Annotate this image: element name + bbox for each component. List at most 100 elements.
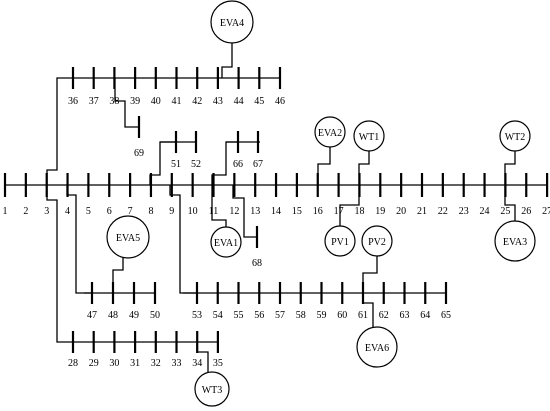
bus-label-31: 31 xyxy=(130,358,140,369)
eva2-node: EVA2 xyxy=(314,116,346,148)
pv2-feed xyxy=(362,256,378,293)
bus-label-49: 49 xyxy=(129,310,139,321)
bus-label-29: 29 xyxy=(89,358,99,369)
bus-label-14: 14 xyxy=(271,206,281,217)
bus-bars xyxy=(3,67,549,353)
pv1-node: PV1 xyxy=(324,225,356,257)
pv2-label: PV2 xyxy=(368,237,386,248)
bus-label-67: 67 xyxy=(253,159,263,170)
branch-66-67-feed xyxy=(211,141,238,185)
bus-label-28: 28 xyxy=(68,358,78,369)
bus-label-8: 8 xyxy=(148,206,153,217)
bus-label-50: 50 xyxy=(150,310,160,321)
bus-label-36: 36 xyxy=(68,96,78,107)
bus-label-62: 62 xyxy=(379,310,389,321)
bus-label-52: 52 xyxy=(191,159,201,170)
bus-label-32: 32 xyxy=(151,358,161,369)
bus-label-7: 7 xyxy=(128,206,133,217)
bus-label-25: 25 xyxy=(500,206,510,217)
bus-label-37: 37 xyxy=(89,96,99,107)
eva3-label: EVA3 xyxy=(503,237,527,248)
eva1-circle xyxy=(210,226,242,258)
bus-label-11: 11 xyxy=(209,206,219,217)
bus-label-20: 20 xyxy=(396,206,406,217)
eva5-feed xyxy=(112,257,124,293)
bus-label-60: 60 xyxy=(337,310,347,321)
bus-label-46: 46 xyxy=(275,96,285,107)
bus-label-69: 69 xyxy=(134,148,144,159)
bus-label-39: 39 xyxy=(130,96,140,107)
bus-label-6: 6 xyxy=(107,206,112,217)
bus-label-53: 53 xyxy=(192,310,202,321)
wt2-node: WT2 xyxy=(499,120,531,152)
bus-label-65: 65 xyxy=(441,310,451,321)
eva4-label: EVA4 xyxy=(220,18,244,29)
bus-label-24: 24 xyxy=(480,206,490,217)
bus-label-33: 33 xyxy=(172,358,182,369)
wt1-label: WT1 xyxy=(359,132,380,143)
bus-label-38: 38 xyxy=(109,96,119,107)
bus-label-19: 19 xyxy=(375,206,385,217)
bus-label-15: 15 xyxy=(292,206,302,217)
bus-label-63: 63 xyxy=(400,310,410,321)
eva6-circle xyxy=(356,326,398,368)
bus-label-45: 45 xyxy=(254,96,264,107)
bus-label-9: 9 xyxy=(169,206,174,217)
eva4-node: EVA4 xyxy=(210,0,254,44)
bus-label-30: 30 xyxy=(109,358,119,369)
bus-label-16: 16 xyxy=(313,206,323,217)
bus-label-17: 17 xyxy=(334,206,344,217)
bus-label-21: 21 xyxy=(417,206,427,217)
branch-69-feed xyxy=(114,78,139,128)
bus-label-48: 48 xyxy=(108,310,118,321)
eva2-feed xyxy=(317,146,331,185)
bus-label-13: 13 xyxy=(250,206,260,217)
bus-label-68: 68 xyxy=(252,258,262,269)
bus-label-64: 64 xyxy=(420,310,430,321)
pv1-circle xyxy=(324,225,356,257)
bus-label-5: 5 xyxy=(86,206,91,217)
branch-36-46-feed xyxy=(46,77,70,185)
eva5-circle xyxy=(106,215,150,259)
bus-label-4: 4 xyxy=(65,206,70,217)
bus-label-10: 10 xyxy=(188,206,198,217)
bus-label-1: 1 xyxy=(3,206,8,217)
branch-47-50-feed xyxy=(66,185,92,294)
wt1-circle xyxy=(353,120,385,152)
eva1-feed xyxy=(211,185,227,229)
bus-label-44: 44 xyxy=(234,96,244,107)
branch-68-feed xyxy=(232,185,257,238)
bus-label-34: 34 xyxy=(192,358,202,369)
bus-label-40: 40 xyxy=(151,96,161,107)
eva4-circle xyxy=(210,0,254,44)
pv2-node: PV2 xyxy=(361,225,393,257)
bus-label-43: 43 xyxy=(213,96,223,107)
bus-label-12: 12 xyxy=(229,206,239,217)
eva5-label: EVA5 xyxy=(116,233,140,244)
bus-label-27: 27 xyxy=(542,206,550,217)
pv2-circle xyxy=(361,225,393,257)
wt3-label: WT3 xyxy=(202,385,223,396)
eva3-circle xyxy=(494,220,536,262)
eva4-feed xyxy=(221,43,233,78)
bus-label-66: 66 xyxy=(233,159,243,170)
bus-label-55: 55 xyxy=(234,310,244,321)
bus-label-56: 56 xyxy=(254,310,264,321)
bus-label-35: 35 xyxy=(213,358,223,369)
eva2-label: EVA2 xyxy=(318,128,342,139)
pv1-label: PV1 xyxy=(331,237,349,248)
wt3-circle xyxy=(194,371,230,407)
bus-label-47: 47 xyxy=(87,310,97,321)
wt2-label: WT2 xyxy=(505,132,526,143)
wt2-circle xyxy=(499,120,531,152)
eva5-node: EVA5 xyxy=(106,215,150,259)
bus-label-57: 57 xyxy=(275,310,285,321)
eva6-label: EVA6 xyxy=(365,343,389,354)
bus-label-51: 51 xyxy=(171,159,181,170)
connection-lines xyxy=(4,43,546,373)
eva6-node: EVA6 xyxy=(356,326,398,368)
eva1-node: EVA1 xyxy=(210,226,242,258)
bus-label-26: 26 xyxy=(521,206,531,217)
